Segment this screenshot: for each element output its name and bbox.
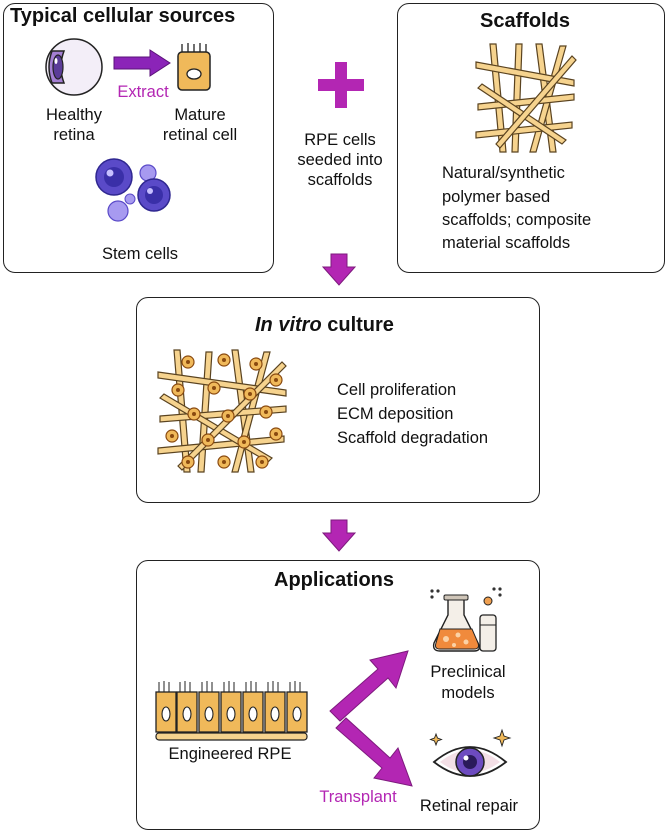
eye-icon — [45, 38, 103, 96]
scaffolds-desc-1: Natural/synthetic — [442, 164, 565, 182]
flask-icon — [430, 587, 502, 652]
down-arrow-2 — [321, 519, 357, 552]
culture-item-1: Cell proliferation — [337, 381, 457, 399]
seeded-label-1: RPE cells — [304, 131, 376, 149]
scaffolds-desc-3: scaffolds; composite — [442, 211, 592, 229]
culture-item-3: Scaffold degradation — [337, 429, 489, 447]
engineered-rpe-icon — [155, 681, 308, 741]
culture-title: In vitro culture — [255, 314, 394, 337]
stem-cells-icon — [95, 158, 171, 222]
extract-arrow — [113, 49, 171, 77]
culture-title-italic: In vitro — [255, 314, 322, 336]
eye-repair-icon — [429, 728, 512, 777]
preclinical-label-1: Preclinical — [430, 663, 506, 681]
scaffolds-desc-4: material scaffolds — [442, 234, 571, 252]
scaffolds-title: Scaffolds — [480, 10, 571, 32]
stem-cells-label: Stem cells — [101, 245, 179, 263]
arrow-to-preclinical — [329, 650, 409, 722]
retinal-repair-label: Retinal repair — [419, 797, 519, 815]
engineered-rpe-label: Engineered RPE — [168, 745, 292, 763]
healthy-retina-label-2: retina — [53, 126, 95, 144]
mature-cell-icon — [177, 43, 211, 91]
culture-title-rest: culture — [321, 314, 394, 336]
scaffolds-desc-2: polymer based — [442, 188, 551, 206]
arrow-to-repair — [335, 717, 413, 787]
healthy-retina-label-1: Healthy — [46, 106, 102, 124]
extract-label: Extract — [117, 83, 169, 101]
transplant-label: Transplant — [319, 788, 397, 806]
mature-cell-label-1: Mature — [174, 106, 226, 124]
culture-item-2: ECM deposition — [337, 405, 454, 423]
plus-icon — [318, 62, 364, 108]
scaffolds-box — [397, 3, 665, 273]
culture-scaffold-icon — [157, 349, 287, 473]
applications-title: Applications — [274, 569, 395, 591]
down-arrow-1 — [321, 253, 357, 286]
sources-title: Typical cellular sources — [10, 5, 236, 27]
mature-cell-label-2: retinal cell — [162, 126, 238, 144]
preclinical-label-2: models — [441, 684, 495, 702]
seeded-label-2: seeded into — [297, 151, 383, 169]
seeded-label-3: scaffolds — [307, 171, 373, 189]
scaffold-fibers-icon — [475, 43, 577, 153]
sources-box — [3, 3, 274, 273]
